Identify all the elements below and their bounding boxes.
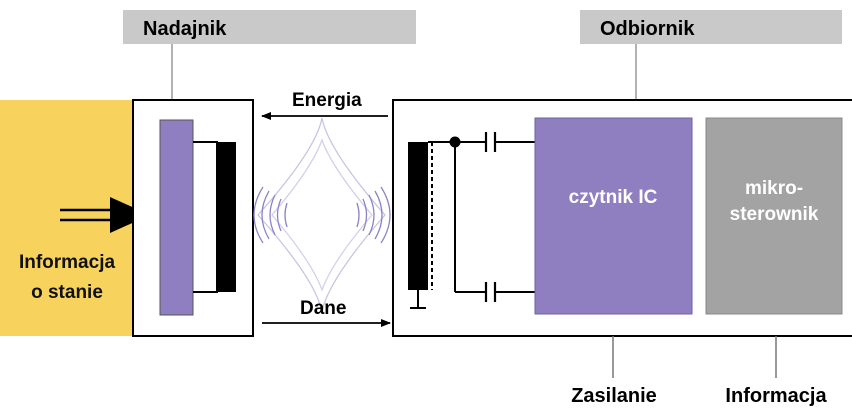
capacitor-icon <box>484 132 497 152</box>
coil-icon <box>408 141 455 309</box>
capacitor-icon-2 <box>484 282 497 302</box>
data-label: Dane <box>300 298 346 319</box>
reader-ic-label: czytnik IC <box>569 187 658 208</box>
microcontroller-block <box>705 117 843 315</box>
receiver-header-bar <box>580 10 842 44</box>
receiver-label: Odbiornik <box>600 18 695 40</box>
microcontroller-label-line1: mikro- <box>745 178 803 199</box>
power-label: Zasilanie <box>571 385 657 407</box>
status-label-line1: Informacja <box>19 252 116 273</box>
receiver-wiring <box>449 136 535 293</box>
reader-ic-block <box>534 117 693 315</box>
transmitter-label: Nadajnik <box>143 18 227 40</box>
double-arrow-right-icon <box>60 197 150 233</box>
status-label-line2: o stanie <box>31 282 103 303</box>
transmitter-antenna-coil <box>193 141 236 293</box>
information-label: Informacja <box>725 385 827 407</box>
microcontroller-label-line2: sterownik <box>730 204 819 225</box>
energy-label: Energia <box>292 90 362 111</box>
transmitter-header-bar <box>123 10 416 44</box>
transmitter-module <box>159 119 194 316</box>
wireless-waves-icon <box>253 117 391 313</box>
